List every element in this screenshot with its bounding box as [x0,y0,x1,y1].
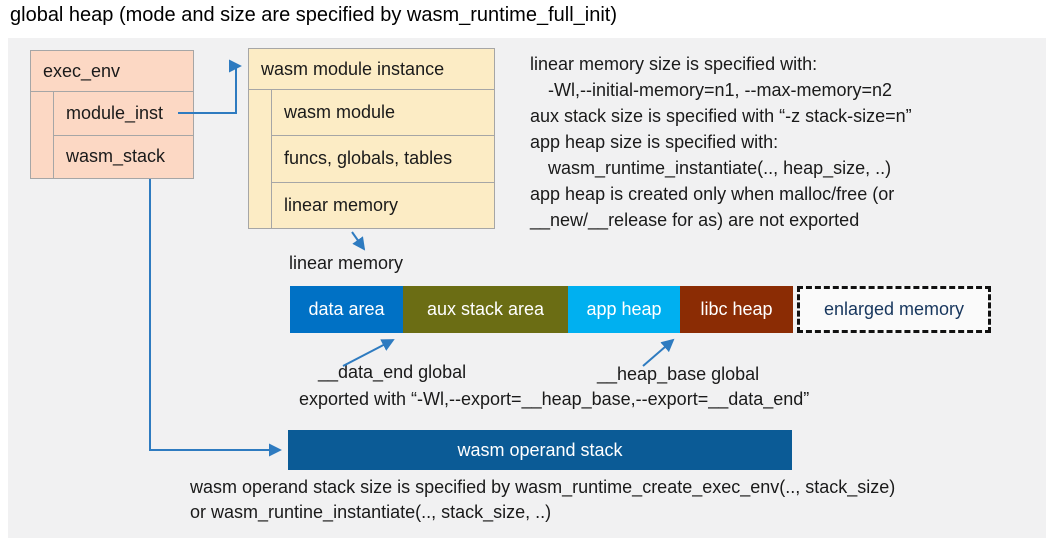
exec-env-row-module-inst: module_inst [54,92,193,136]
memory-segment-enlarged-memory: enlarged memory [797,286,991,333]
operand-stack-note-line1: wasm operand stack size is specified by … [190,477,896,497]
note-line: -Wl,--initial-memory=n1, --max-memory=n2 [548,80,893,100]
note-line: aux stack size is specified with “-z sta… [530,106,912,126]
note-line: app heap size is specified with: [530,132,779,152]
exec-env-indent-strip [31,92,54,178]
module-instance-header: wasm module instance [249,49,494,90]
memory-segment-libc-heap: libc heap [680,286,793,333]
note-line: app heap is created only when malloc/fre… [530,184,895,204]
module-instance-box: wasm module instance wasm module funcs, … [248,48,495,229]
module-instance-row-funcs-globals-tables: funcs, globals, tables [272,136,494,183]
operand-stack-note-line2: or wasm_runtine_instantiate(.., stack_si… [190,502,552,522]
note-line: linear memory size is specified with: [530,54,818,74]
note-line: wasm_runtime_instantiate(.., heap_size, … [548,158,892,178]
module-instance-row-linear-memory: linear memory [284,194,399,215]
wasm-operand-stack-bar: wasm operand stack [288,430,792,470]
memory-segment-data-area: data area [290,286,403,333]
exec-env-header: exec_env [31,51,193,92]
linear-memory-bar: data area aux stack area app heap libc h… [290,286,991,333]
export-note: exported with “-Wl,--export=__heap_base,… [299,389,810,409]
exec-env-row-wasm-stack: wasm_stack [66,146,166,167]
linker-notes: linear memory size is specified with: -W… [530,51,912,233]
module-instance-indent-strip [249,90,272,228]
heap-base-global-label: __heap_base global [597,364,760,384]
data-end-global-label: __data_end global [318,362,467,382]
memory-segment-app-heap: app heap [568,286,680,333]
diagram-title: global heap (mode and size are specified… [10,4,617,26]
linear-memory-label: linear memory [289,253,404,273]
module-instance-row-wasm-module: wasm module [272,90,494,137]
exec-env-box: exec_env module_inst wasm_stack [30,50,194,179]
memory-segment-aux-stack-area: aux stack area [403,286,568,333]
note-line: __new/__release for as) are not exported [530,210,860,230]
